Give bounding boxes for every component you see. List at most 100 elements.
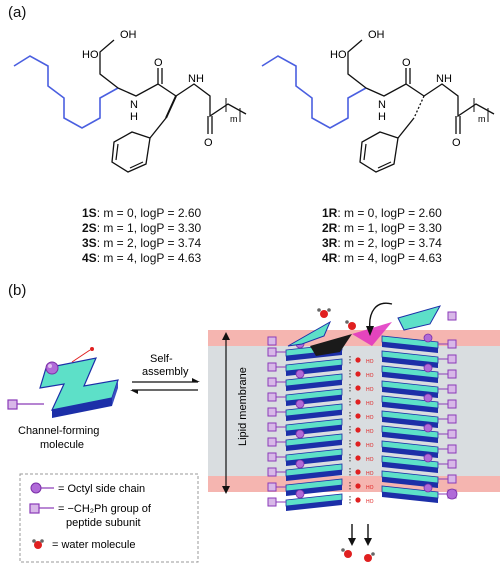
- water-molecule: [355, 441, 361, 447]
- benzyl-group: [267, 452, 277, 462]
- compound-2r: 2R: m = 1, logP = 3.30: [322, 221, 442, 235]
- legend: = Octyl side chain = −CH₂Ph group of pep…: [19, 473, 199, 563]
- water-label: HO: [366, 359, 374, 365]
- water-label: HO: [366, 387, 374, 393]
- water-molecule: [355, 427, 361, 433]
- water-molecule: [355, 357, 361, 363]
- channel-mouth: [352, 322, 392, 346]
- water-label: HO: [366, 443, 374, 449]
- channel-subunit: [381, 395, 439, 413]
- water-label: HO: [366, 415, 374, 421]
- benzyl-group: [267, 422, 277, 432]
- self-assembly-label: Self-: [150, 353, 173, 365]
- octyl-group: [423, 393, 433, 403]
- octyl-group: [423, 363, 433, 373]
- water-molecule: [355, 455, 361, 461]
- benzyl-group: [447, 459, 457, 469]
- channel-subunit: [381, 350, 439, 368]
- nh-label-s: NH: [188, 73, 204, 85]
- benzyl-group: [447, 339, 457, 349]
- channel-subunit: [381, 455, 439, 473]
- backbone-s: [117, 83, 247, 118]
- compound-1r: 1R: m = 0, logP = 2.60: [322, 206, 442, 220]
- water-molecules: [317, 308, 375, 562]
- channel-subunit: [381, 335, 439, 353]
- o-acyl-r: O: [452, 137, 461, 149]
- benzyl-group: [447, 369, 457, 379]
- channel-subunit: [285, 373, 343, 391]
- structure-s: OH HO O N H NH O m: [13, 29, 247, 173]
- water-inflow-arrow: [369, 302, 393, 331]
- legend-benzyl: = −CH₂Ph group of: [58, 503, 152, 515]
- channel-top-left: [287, 320, 332, 347]
- benzyl-group: [267, 377, 277, 387]
- compound-3s: 3S: m = 2, logP = 3.74: [82, 236, 202, 250]
- channel-subunit: [285, 463, 343, 481]
- octyl-group: [423, 333, 433, 343]
- water-label: HO: [366, 499, 374, 505]
- water-label: HO: [366, 429, 374, 435]
- o-carbonyl-r: O: [402, 57, 411, 69]
- water-molecule: [355, 413, 361, 419]
- benzyl-group: [447, 354, 457, 364]
- benzyl-group: [267, 407, 277, 417]
- water-label: HO: [366, 373, 374, 379]
- h-label-r: H: [378, 111, 386, 123]
- compound-1s: 1S: m = 0, logP = 2.60: [82, 206, 202, 220]
- channel-subunit: [381, 380, 439, 398]
- compound-3r: 3R: m = 2, logP = 3.74: [322, 236, 442, 250]
- benzyl-group: [267, 437, 277, 447]
- channel-subunit: [381, 425, 439, 443]
- legend-water: = water molecule: [52, 539, 135, 551]
- channel-subunit: [285, 403, 343, 421]
- compound-4s: 4S: m = 4, logP = 4.63: [82, 251, 202, 265]
- structure-r: OH HO O N H NH O m: [261, 29, 495, 173]
- channel-forming-molecule: [7, 347, 119, 418]
- channel-subunit: [285, 433, 343, 451]
- water-molecule: [355, 483, 361, 489]
- water-molecule: [355, 399, 361, 405]
- molecule-label-2: molecule: [40, 439, 84, 451]
- channel-subunit: [381, 410, 439, 428]
- self-assembly-label-2: assembly: [142, 366, 189, 378]
- benzyl-group: [267, 482, 277, 492]
- legend-octyl: = Octyl side chain: [58, 483, 145, 495]
- channel-subunit: [381, 485, 439, 503]
- diol-s: [99, 39, 119, 89]
- panel-a-label: (a): [8, 4, 27, 21]
- channel-stack-left: [267, 320, 343, 511]
- legend-benzyl-2: peptide subunit: [66, 517, 141, 529]
- benzyl-group: [267, 347, 277, 357]
- benzyl-group: [447, 474, 457, 484]
- water-label: HO: [366, 471, 374, 477]
- benzyl-group: [267, 497, 277, 507]
- h-label-s: H: [130, 111, 138, 123]
- benzyl-group: [267, 362, 277, 372]
- benzyl-group: [447, 384, 457, 394]
- compound-list-s: 1S: m = 0, logP = 2.60 2S: m = 1, logP =…: [82, 206, 201, 266]
- octyl-group: [295, 369, 305, 379]
- oh-label-s: OH: [120, 29, 137, 41]
- benzyl-group: [447, 429, 457, 439]
- octyl-group: [423, 483, 433, 493]
- octyl-group: [423, 423, 433, 433]
- octyl-group: [295, 429, 305, 439]
- channel-stack-right: [381, 305, 458, 503]
- benzene-ring-r: [359, 131, 399, 173]
- compound-4r: 4R: m = 4, logP = 4.63: [322, 251, 442, 265]
- channel-subunit: [381, 440, 439, 458]
- octyl-group: [295, 489, 305, 499]
- water-molecule: [355, 469, 361, 475]
- water-molecule: [355, 385, 361, 391]
- nh-label-r: NH: [436, 73, 452, 85]
- m-subscript-r: m: [478, 114, 486, 124]
- m-subscript-s: m: [230, 114, 238, 124]
- benzyl-group: [447, 399, 457, 409]
- channel-subunit: [381, 470, 439, 488]
- water-molecule: [355, 371, 361, 377]
- o-carbonyl-s: O: [154, 57, 163, 69]
- diol-r: [347, 39, 367, 89]
- water-molecule: [355, 497, 361, 503]
